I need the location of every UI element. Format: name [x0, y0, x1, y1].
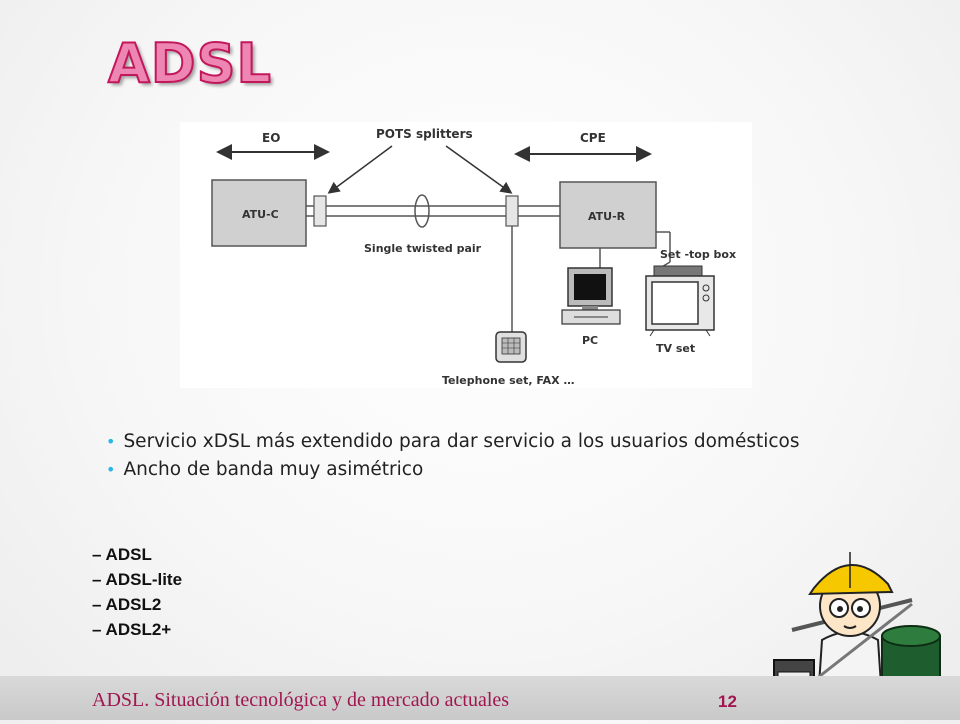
- atu-c-label: ATU-C: [242, 208, 279, 221]
- left-splitter: [313, 195, 327, 227]
- tv-icon: [645, 265, 715, 337]
- adsl-diagram: EO POTS splitters CPE ATU-C Single twi: [180, 122, 752, 388]
- pc-icon: [561, 267, 621, 325]
- pots-splitters-label: POTS splitters: [376, 127, 473, 141]
- variant-item: – ADSL2: [92, 595, 162, 614]
- variant-item: – ADSL2+: [92, 620, 172, 639]
- settop-label: Set -top box: [660, 248, 736, 261]
- splitter-arrows: [327, 145, 513, 194]
- page-number: 12: [718, 692, 737, 711]
- slide-title: ADSL: [107, 31, 272, 96]
- variant-item: – ADSL-lite: [92, 570, 183, 589]
- telephone-label: Telephone set, FAX …: [442, 374, 574, 387]
- bullet-icon: •: [106, 432, 116, 451]
- twisted-pair-line: [306, 194, 560, 228]
- atu-r-box: [559, 181, 657, 249]
- footer-bar: [0, 676, 960, 720]
- variant-item: – ADSL: [92, 545, 152, 564]
- tv-label: TV set: [656, 342, 695, 355]
- atu-r-label: ATU-R: [588, 210, 626, 223]
- cpe-label: CPE: [580, 131, 606, 145]
- right-splitter: [505, 195, 519, 227]
- bullet-item: •Servicio xDSL más extendido para dar se…: [106, 431, 800, 452]
- twisted-pair-label: Single twisted pair: [364, 242, 482, 255]
- bullet-list: •Servicio xDSL más extendido para dar se…: [92, 428, 852, 484]
- atu-c-box: [211, 179, 307, 247]
- telephone-icon: [495, 331, 527, 363]
- eo-label: EO: [262, 131, 280, 145]
- footer-text: ADSL. Situación tecnológica y de mercado…: [92, 689, 510, 711]
- pc-label: PC: [582, 334, 598, 347]
- adsl-variants-list: – ADSL – ADSL-lite – ADSL2 – ADSL2+: [92, 542, 182, 642]
- bullet-item: •Ancho de banda muy asimétrico: [106, 459, 424, 480]
- bullet-icon: •: [106, 460, 116, 479]
